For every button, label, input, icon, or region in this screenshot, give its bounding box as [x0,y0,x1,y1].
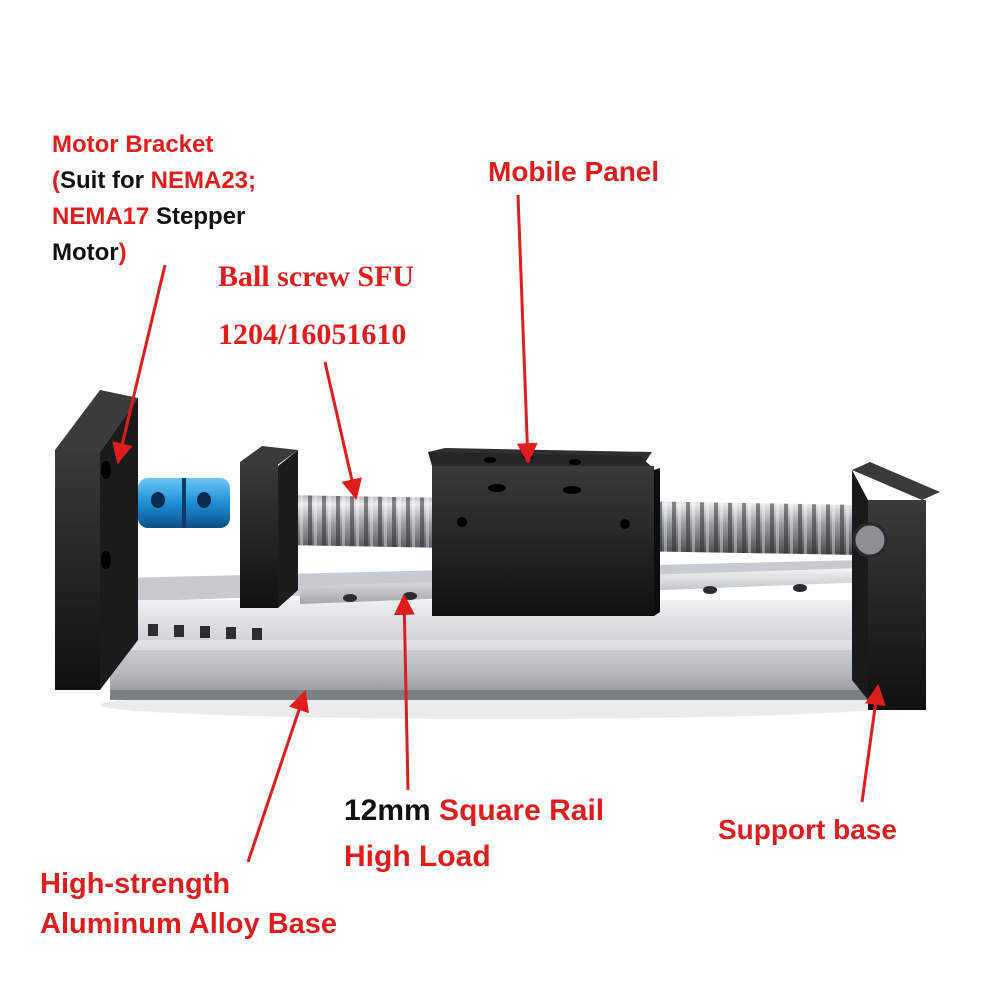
aluminum-base-label: High-strength Aluminum Alloy Base [40,864,337,944]
motor-bracket [55,390,138,690]
motor-bracket-title: Motor Bracket [52,131,214,158]
arrow-motor-bracket [112,264,167,465]
arrow-square-rail [393,593,415,791]
stepper-text: Stepper [149,203,246,230]
arrow-mobile-panel [516,194,538,465]
callout-arrows [112,194,886,863]
support-base [852,462,940,710]
rail-size-text: 12mm [344,794,431,827]
bearing-block [240,446,298,608]
rail-type-text: Square Rail [430,794,605,827]
arrow-aluminum-base [246,690,309,863]
ball-screw-label-line2: 1204/16051610 [218,318,407,351]
high-load-text: High Load [344,840,491,873]
open-paren: ( [52,167,60,194]
mobile-panel [428,448,660,616]
motor-bracket-label: Motor Bracket (Suit for NEMA23; NEMA17 S… [52,127,256,271]
blue-coupling [138,478,230,528]
suit-for-text: Suit for [60,167,151,194]
arrow-ball-screw [323,361,363,501]
square-rail-label: 12mm Square Rail High Load [344,788,604,880]
base-label-line1: High-strength [40,868,231,900]
nema23-text: NEMA23; [150,167,257,194]
close-paren: ) [118,239,127,266]
ball-screw-label-line1: Ball screw SFU [218,260,415,293]
arrow-support-base [860,683,886,803]
mobile-panel-label: Mobile Panel [488,156,660,187]
support-base-label: Support base [718,814,897,845]
base-label-line2: Aluminum Alloy Base [40,908,338,940]
motor-text: Motor [52,239,119,266]
nema17-text: NEMA17 [52,203,150,230]
